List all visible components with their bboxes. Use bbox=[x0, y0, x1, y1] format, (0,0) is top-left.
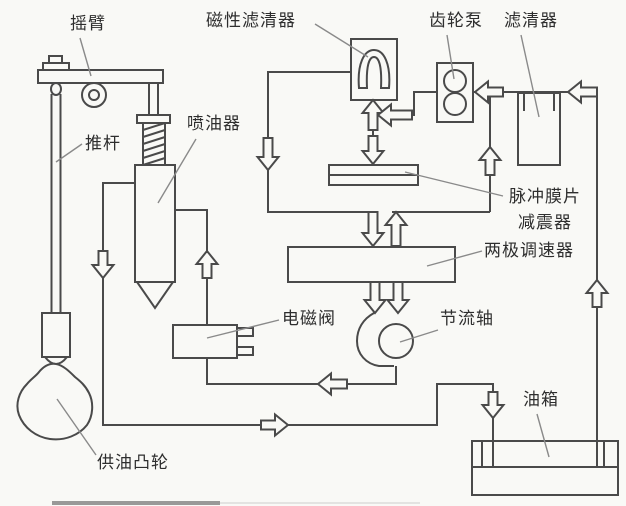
fuel-tank-drawing bbox=[471, 440, 619, 496]
flow-arrow-l bbox=[566, 79, 598, 105]
flow-arrow-l bbox=[376, 102, 413, 128]
flow-arrow-u bbox=[194, 249, 220, 279]
flow-arrow-d bbox=[360, 135, 386, 166]
label-fuel-tank: 油箱 bbox=[523, 390, 559, 409]
label-fuel-supply-cam: 供油凸轮 bbox=[97, 453, 169, 472]
flow-arrow-d bbox=[360, 211, 386, 248]
magnet-icon bbox=[357, 48, 391, 89]
label-rocker-arm: 摇臂 bbox=[70, 14, 106, 33]
label-pulse-damper-line2: 减震器 bbox=[518, 213, 572, 233]
fuel-cam-drawing bbox=[16, 362, 94, 441]
flow-arrows bbox=[90, 79, 610, 438]
throttle-shaft-drawing bbox=[355, 312, 414, 367]
flow-arrow-u bbox=[477, 145, 503, 176]
flow-arrow-l bbox=[473, 79, 504, 105]
flow-arrow-d bbox=[385, 281, 411, 315]
push-rod-drawing bbox=[41, 94, 71, 365]
flow-arrow-r bbox=[260, 412, 290, 438]
magnetic-filter-drawing bbox=[350, 38, 398, 101]
label-governor: 两极调速器 bbox=[484, 241, 574, 260]
scan-artifact bbox=[52, 501, 220, 505]
rocker-arm-drawing bbox=[37, 55, 164, 108]
label-pulse-damper: 脉冲膜片 减震器 bbox=[502, 184, 588, 237]
label-injector: 喷油器 bbox=[187, 114, 241, 133]
flow-arrow-u bbox=[584, 278, 610, 308]
label-gear-pump: 齿轮泵 bbox=[429, 11, 483, 30]
flow-arrow-u bbox=[383, 210, 409, 247]
governor-drawing bbox=[287, 246, 456, 283]
gear-pump-drawing bbox=[436, 62, 474, 123]
pulse-damper-drawing bbox=[328, 164, 419, 186]
label-fuel-filter: 滤清器 bbox=[504, 11, 558, 30]
scan-artifact bbox=[220, 502, 420, 504]
flow-arrow-d bbox=[90, 250, 116, 280]
injector-spring bbox=[142, 122, 166, 166]
label-pulse-damper-line1: 脉冲膜片 bbox=[509, 187, 581, 206]
injector-drawing bbox=[134, 83, 176, 310]
label-throttle-shaft: 节流轴 bbox=[440, 309, 494, 328]
solenoid-terminal bbox=[236, 346, 254, 356]
leader-lines bbox=[55, 23, 550, 458]
label-solenoid-valve: 电磁阀 bbox=[282, 309, 336, 328]
fuel-filter-drawing bbox=[517, 92, 561, 166]
flow-arrow-l bbox=[316, 371, 348, 397]
injector-nozzle bbox=[135, 281, 175, 310]
label-push-rod: 推杆 bbox=[85, 134, 121, 153]
flow-arrow-d bbox=[480, 391, 506, 420]
flow-arrow-d bbox=[255, 137, 281, 172]
cam-follower-drawing bbox=[41, 312, 71, 358]
flow-arrow-d bbox=[362, 281, 388, 315]
solenoid-valve-drawing bbox=[172, 324, 254, 359]
label-magnetic-filter: 磁性滤清器 bbox=[206, 11, 296, 30]
